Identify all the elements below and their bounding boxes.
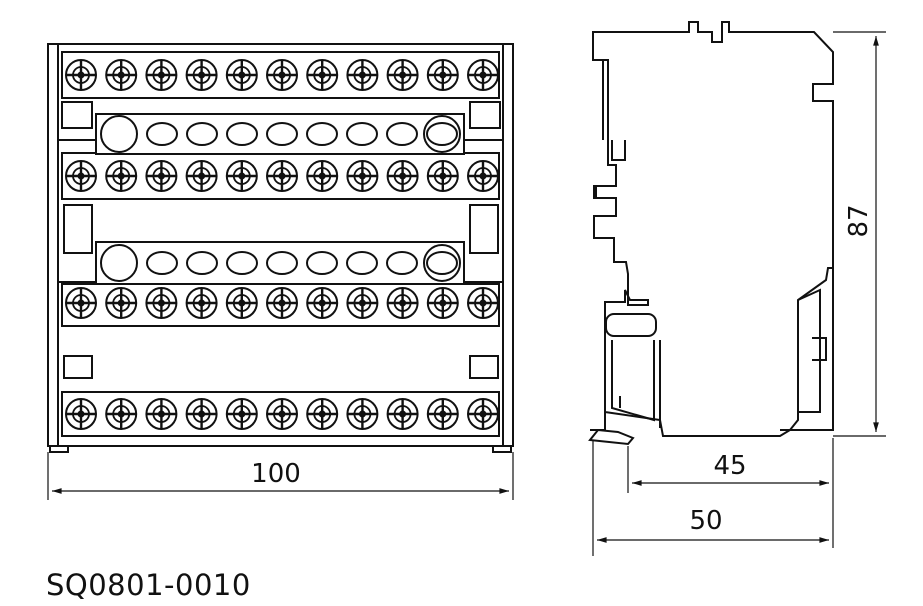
busbar-holes xyxy=(100,115,461,282)
terminal-screw xyxy=(225,287,258,319)
busbar-mount-hole xyxy=(100,244,138,282)
busbar-hole xyxy=(266,251,298,275)
terminal-screw xyxy=(185,160,218,192)
busbar-hole xyxy=(346,122,378,146)
busbar-hole xyxy=(186,251,218,275)
busbar-hole xyxy=(386,122,418,146)
busbar-hole xyxy=(386,251,418,275)
terminal-screw xyxy=(426,160,459,192)
terminal-screw xyxy=(65,160,97,192)
busbar-hole xyxy=(426,251,458,275)
busbar-hole xyxy=(226,122,258,146)
terminal-screw xyxy=(386,160,419,192)
terminal-screw xyxy=(225,160,258,192)
terminal-screw xyxy=(346,287,379,319)
terminal-screw xyxy=(426,398,459,430)
terminal-screw xyxy=(145,398,178,430)
terminal-screw xyxy=(467,398,499,430)
terminal-screw xyxy=(225,398,258,430)
busbar-mount-hole xyxy=(423,115,461,153)
terminal-screw xyxy=(426,287,459,319)
height-dimension xyxy=(833,31,886,437)
terminal-screw xyxy=(467,287,499,319)
side-view xyxy=(588,21,834,446)
terminal-screw xyxy=(266,160,298,192)
terminal-screw xyxy=(105,287,138,319)
terminal-screw xyxy=(266,398,298,430)
width-dimension xyxy=(47,452,514,500)
busbar-hole xyxy=(226,251,258,275)
height-dimension-label: 87 xyxy=(844,204,874,237)
terminal-screw xyxy=(185,59,218,91)
terminal-screw xyxy=(266,59,298,91)
busbar-hole xyxy=(186,122,218,146)
terminal-screw xyxy=(185,287,218,319)
terminal-screw xyxy=(306,287,339,319)
busbar-hole xyxy=(346,251,378,275)
terminal-screw xyxy=(346,160,379,192)
busbar-hole xyxy=(146,122,178,146)
terminal-screw xyxy=(386,59,419,91)
terminal-screw xyxy=(185,398,218,430)
busbar-upper xyxy=(95,113,465,155)
terminal-screw xyxy=(266,287,298,319)
terminal-screw xyxy=(145,59,178,91)
terminal-screw xyxy=(65,398,97,430)
terminal-screw xyxy=(346,398,379,430)
outer-depth-dimension xyxy=(592,440,830,556)
terminal-screw xyxy=(145,287,178,319)
terminal-screw xyxy=(306,160,339,192)
busbar-hole xyxy=(426,122,458,146)
inner-depth-dimension-label: 45 xyxy=(713,451,746,481)
part-number-caption: SQ0801-0010 xyxy=(46,568,251,602)
terminal-screw xyxy=(346,59,379,91)
busbar-mount-hole xyxy=(423,244,461,282)
busbar-hole xyxy=(306,251,338,275)
terminal-screw xyxy=(467,59,499,91)
busbar-hole xyxy=(146,251,178,275)
busbar-lower xyxy=(95,241,465,285)
terminal-screw xyxy=(306,398,339,430)
terminal-screw xyxy=(105,59,138,91)
terminal-screws xyxy=(65,59,499,430)
front-view xyxy=(47,43,514,453)
terminal-screw xyxy=(467,160,499,192)
terminal-screw xyxy=(306,59,339,91)
terminal-screw xyxy=(225,59,258,91)
terminal-screw xyxy=(65,59,97,91)
terminal-screw xyxy=(65,287,97,319)
outer-depth-dimension-label: 50 xyxy=(689,506,722,536)
terminal-screw xyxy=(105,160,138,192)
terminal-screw xyxy=(145,160,178,192)
terminal-screw xyxy=(105,398,138,430)
width-dimension-label: 100 xyxy=(251,459,301,489)
terminal-screw xyxy=(386,398,419,430)
terminal-screw xyxy=(386,287,419,319)
terminal-screw xyxy=(426,59,459,91)
busbar-hole xyxy=(306,122,338,146)
busbar-hole xyxy=(266,122,298,146)
side-profile-outline xyxy=(592,21,834,437)
inner-depth-dimension xyxy=(627,438,834,548)
busbar-mount-hole xyxy=(100,115,138,153)
